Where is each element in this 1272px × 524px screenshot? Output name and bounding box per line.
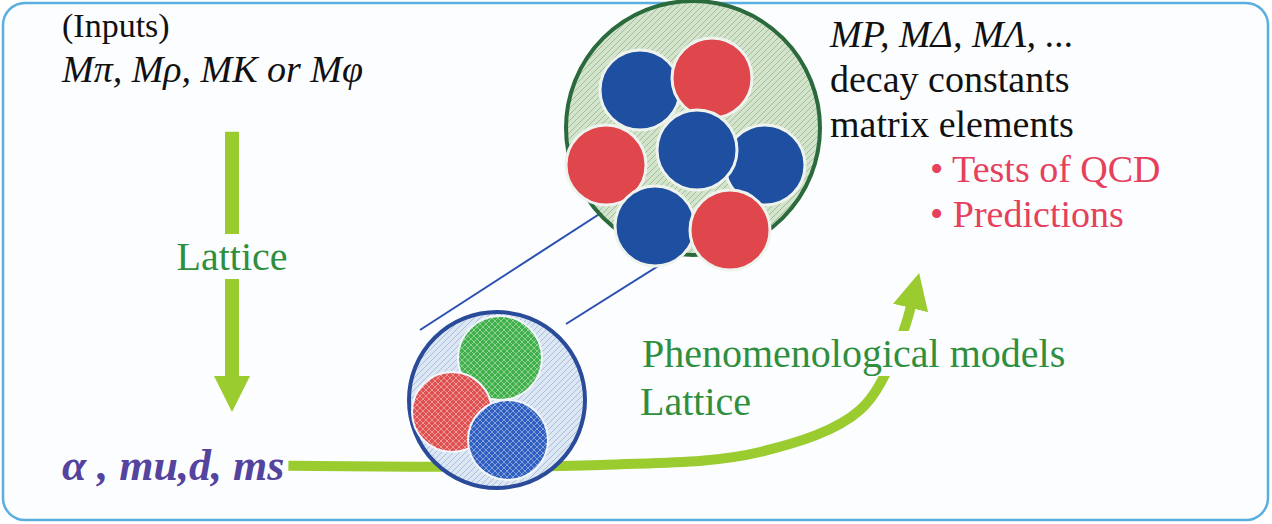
method-label: Lattice [174,234,289,279]
output-item: decay constants [830,57,1161,102]
method-label: Phenomenological models Lattice [640,331,1065,424]
output-masses: MP, MΔ, MΛ, ... [830,12,1161,57]
quark-hatch [468,400,548,480]
parameter-group: α , mu,d, ms [62,440,284,492]
quark-blue [468,400,548,480]
ball-blue [600,50,680,130]
input-heading: (Inputs) [62,6,363,47]
output-bullet: • Predictions [930,192,1161,237]
curved-arrow [288,302,912,467]
output-item: matrix elements [830,102,1161,147]
edge-label-box: Phenomenological models Lattice [640,330,1110,426]
parameter-formula: α , mu,d, ms [62,440,284,492]
input-group: (Inputs)Mπ, Mρ, MK or Mφ [62,6,363,92]
ball-blue [657,110,737,190]
input-masses: Mπ, Mρ, MK or Mφ [62,47,363,92]
frame-border [3,3,1268,520]
output-group: MP, MΔ, MΛ, ...decay constantsmatrix ele… [830,12,1161,237]
ball-blue [615,186,695,266]
ball-red [672,38,752,118]
ball-red [690,190,770,270]
nucleon-circle [409,312,585,488]
output-bullet: • Tests of QCD [930,147,1161,192]
edge-label-box: Lattice [174,233,289,281]
